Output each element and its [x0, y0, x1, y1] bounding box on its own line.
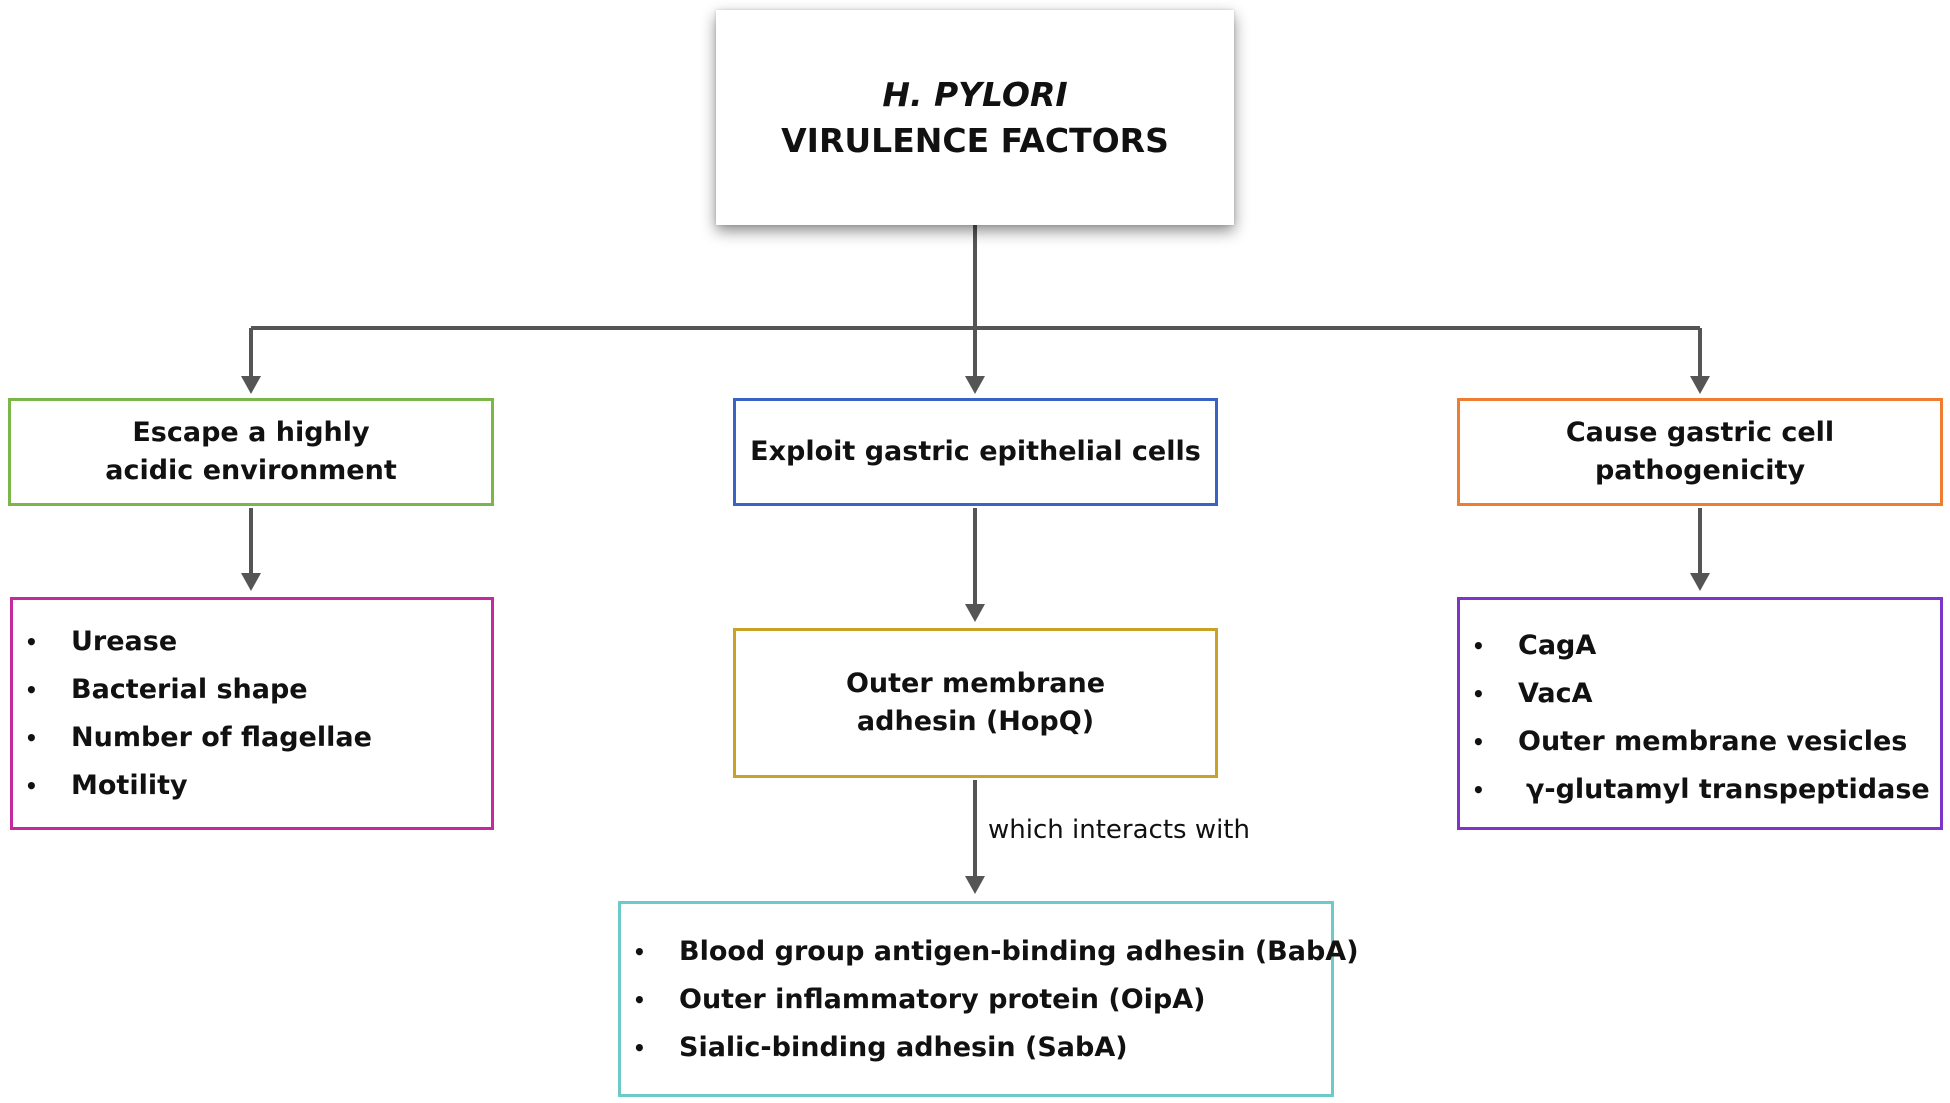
- list-item: •Motility: [13, 762, 491, 810]
- bullet-icon: •: [633, 940, 646, 964]
- bullet-icon: •: [1472, 730, 1485, 754]
- bullet-icon: •: [25, 774, 38, 798]
- arrowhead-right-items: [1690, 573, 1710, 591]
- adhesin-label: Outer membrane adhesin (HopQ): [845, 668, 1106, 737]
- bullet-icon: •: [633, 1036, 646, 1060]
- bullet-icon: •: [1472, 634, 1485, 658]
- arrowhead-center: [965, 376, 985, 394]
- arrowhead-center-items: [965, 876, 985, 894]
- category-label-acid: Escape a highly acidic environment: [105, 417, 397, 486]
- list-item: •Blood group antigen-binding adhesin (Ba…: [621, 928, 1359, 976]
- category-label-pathogenicity: Cause gastric cell pathogenicity: [1565, 417, 1835, 486]
- list-item: •Outer inflammatory protein (OipA): [621, 976, 1331, 1024]
- category-box-exploit: Exploit gastric epithelial cells: [733, 398, 1218, 506]
- bullet-icon: •: [25, 726, 38, 750]
- bullet-icon: •: [25, 630, 38, 654]
- items-box-acid: •Urease •Bacterial shape •Number of flag…: [10, 597, 494, 830]
- list-item: •Urease: [13, 618, 491, 666]
- category-box-pathogenicity: Cause gastric cell pathogenicity: [1457, 398, 1943, 506]
- adhesin-box: Outer membrane adhesin (HopQ): [733, 628, 1218, 778]
- list-item: •γ-glutamyl transpeptidase: [1460, 766, 1940, 814]
- list-item: •VacA: [1460, 670, 1940, 718]
- items-box-adhesins: •Blood group antigen-binding adhesin (Ba…: [618, 901, 1359, 1097]
- title-line1: H. PYLORI: [882, 74, 1068, 114]
- list-item: •CagA: [1460, 622, 1940, 670]
- bullet-icon: •: [1472, 778, 1485, 802]
- bullet-icon: •: [1472, 682, 1485, 706]
- bullet-icon: •: [633, 988, 646, 1012]
- arrowhead-left: [241, 376, 261, 394]
- list-item: •Number of flagellae: [13, 714, 491, 762]
- category-label-exploit: Exploit gastric epithelial cells: [750, 436, 1201, 467]
- list-item: •Sialic-binding adhesin (SabA): [621, 1024, 1331, 1072]
- title-box: H. PYLORI VIRULENCE FACTORS: [716, 10, 1234, 225]
- title-line2: VIRULENCE FACTORS: [781, 120, 1169, 160]
- list-item: •Outer membrane vesicles: [1460, 718, 1940, 766]
- bullet-icon: •: [25, 678, 38, 702]
- arrowhead-left-items: [241, 573, 261, 591]
- arrowhead-right: [1690, 376, 1710, 394]
- list-item: •Bacterial shape: [13, 666, 491, 714]
- items-box-pathogenicity: •CagA •VacA •Outer membrane vesicles •γ-…: [1457, 597, 1943, 830]
- arrowhead-adhesin: [965, 604, 985, 622]
- interaction-edge-label: which interacts with: [988, 815, 1250, 845]
- category-box-acid: Escape a highly acidic environment: [8, 398, 494, 506]
